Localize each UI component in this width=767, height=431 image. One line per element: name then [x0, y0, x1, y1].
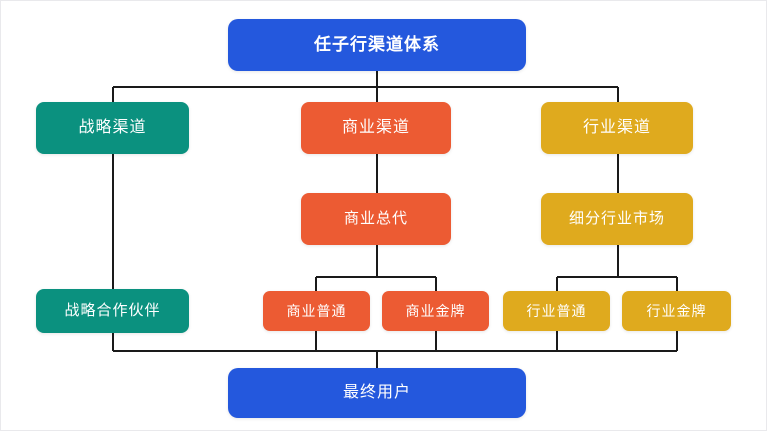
node-strategic-partner[interactable]: 战略合作伙伴 — [36, 289, 189, 333]
node-commercial-normal[interactable]: 商业普通 — [263, 291, 370, 331]
node-industry-gold[interactable]: 行业金牌 — [622, 291, 731, 331]
node-industry-channel[interactable]: 行业渠道 — [541, 102, 693, 154]
node-industry-normal[interactable]: 行业普通 — [503, 291, 610, 331]
node-commercial-gold[interactable]: 商业金牌 — [382, 291, 489, 331]
node-root-channel-system[interactable]: 任子行渠道体系 — [228, 19, 526, 71]
node-commercial-general-agent[interactable]: 商业总代 — [301, 193, 451, 245]
node-strategic-channel[interactable]: 战略渠道 — [36, 102, 189, 154]
node-commercial-channel[interactable]: 商业渠道 — [301, 102, 451, 154]
node-industry-segment-market[interactable]: 细分行业市场 — [541, 193, 693, 245]
node-end-user[interactable]: 最终用户 — [228, 368, 526, 418]
